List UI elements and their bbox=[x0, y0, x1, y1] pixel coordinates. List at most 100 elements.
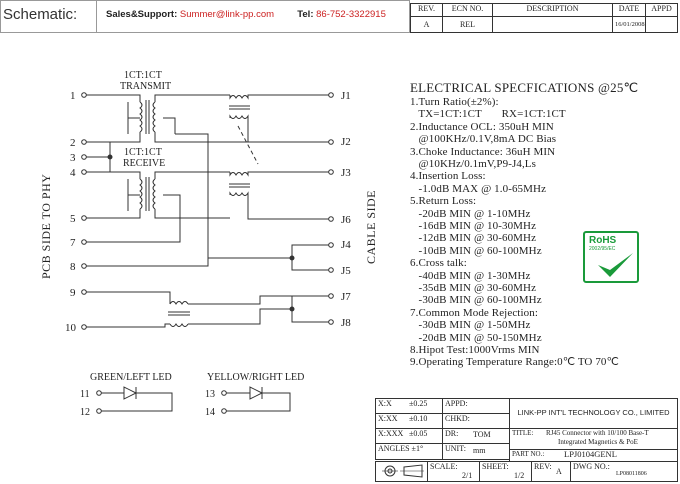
spec-line: 9.Operating Temperature Range:0℃ TO 70℃ bbox=[410, 356, 619, 369]
green-led-label: GREEN/LEFT LED bbox=[90, 372, 172, 383]
common-mode-choke bbox=[86, 291, 329, 328]
j5-wire bbox=[291, 258, 329, 271]
pcb-side-label: PCB SIDE TO PHY bbox=[39, 174, 53, 279]
spec-line: 7.Common Mode Rejection: bbox=[410, 306, 538, 319]
pin-j4-label: J4 bbox=[341, 239, 351, 251]
date-header: DATE bbox=[612, 3, 646, 17]
left-pin-circles bbox=[81, 92, 87, 330]
led-pin-13: 13 bbox=[205, 389, 215, 400]
spec-line: 1.Turn Ratio(±2%): bbox=[410, 96, 499, 108]
pin-10-label: 10 bbox=[65, 322, 77, 334]
pin-8-label: 8 bbox=[70, 261, 76, 273]
tol-row-2: X:XX±0.10 bbox=[375, 413, 443, 429]
header-divider bbox=[96, 0, 97, 33]
pin-2-label: 2 bbox=[70, 137, 76, 149]
contact-prefix: Sales&Support: bbox=[106, 9, 178, 20]
spec-line: 3.Choke Inductance: 36uH MIN bbox=[410, 145, 556, 158]
spec-line: -20dB MIN @ 50-150MHz bbox=[410, 331, 542, 344]
spec-line: -30dB MIN @ 1-50MHz bbox=[410, 319, 531, 332]
led-pin-11: 11 bbox=[80, 389, 90, 400]
rev-header: REV. bbox=[410, 3, 443, 17]
crossover-dashed bbox=[237, 125, 259, 165]
pin-j2-label: J2 bbox=[341, 136, 351, 148]
pin-4-label: 4 bbox=[70, 167, 76, 179]
ecn-value: REL bbox=[442, 16, 493, 33]
specs-title: ELECTRICAL SPECFICATIONS @25℃ bbox=[410, 80, 639, 95]
pin-9-label: 9 bbox=[70, 287, 76, 299]
dr-cell: DR:TOM bbox=[442, 428, 510, 444]
spec-line: 5.Return Loss: bbox=[410, 195, 477, 208]
green-led-symbol bbox=[96, 386, 173, 414]
receive-transformer bbox=[86, 171, 329, 243]
spec-line: -35dB MIN @ 30-60MHz bbox=[410, 282, 537, 294]
revision-table: REV. ECN NO. DESCRIPTION DATE APPD A REL… bbox=[410, 3, 678, 33]
spec-line: 6.Cross talk: bbox=[410, 257, 467, 270]
led-pin-12: 12 bbox=[80, 407, 90, 418]
pin-3-label: 3 bbox=[70, 152, 76, 164]
pin-j8-label: J8 bbox=[341, 317, 351, 329]
transmit-label: TRANSMIT bbox=[120, 81, 171, 92]
sheet-cell: SHEET: 1/2 bbox=[479, 461, 532, 482]
rohs-badge: RoHS 2002/95/EC bbox=[583, 231, 639, 283]
chkd-cell: CHKD: bbox=[442, 413, 510, 429]
projection-icon bbox=[382, 464, 424, 478]
tol-row-4: ANGLES ±1° bbox=[375, 443, 443, 460]
schematic-diagram: PCB SIDE TO PHY CABLE SIDE 1CT:1CT TRANS… bbox=[39, 70, 378, 418]
pin-j5-label: J5 bbox=[341, 265, 351, 277]
date-value: 16/01/2008 bbox=[612, 16, 646, 33]
spec-line: TX=1CT:1CT RX=1CT:1CT bbox=[410, 108, 566, 121]
appd-header: APPD bbox=[645, 3, 678, 17]
pin-j1-label: J1 bbox=[341, 90, 351, 102]
pin-5-label: 5 bbox=[70, 213, 76, 225]
ecn-header: ECN NO. bbox=[442, 3, 493, 17]
pin-7-label: 7 bbox=[70, 237, 76, 249]
pin-1-label: 1 bbox=[70, 90, 76, 102]
rev-value: A bbox=[410, 16, 443, 33]
company-name: LINK-PP INT'L TECHNOLOGY CO., LIMITED bbox=[509, 398, 678, 429]
title-cell: TITLE: RJ45 Connector with 10/100 Base-T… bbox=[509, 428, 678, 450]
rohs-sub: 2002/95/EC bbox=[589, 246, 616, 252]
header-frame bbox=[0, 0, 410, 33]
transmit-ratio: 1CT:1CT bbox=[124, 70, 162, 81]
contact-email[interactable]: Summer@link-pp.com bbox=[179, 9, 275, 20]
tel-number: 86-752-3322915 bbox=[316, 9, 386, 20]
checkmark-icon bbox=[598, 253, 633, 277]
spec-line: -30dB MIN @ 60-100MHz bbox=[410, 294, 542, 307]
description-value bbox=[492, 16, 613, 33]
rohs-label: RoHS bbox=[589, 235, 617, 246]
spec-line: -40dB MIN @ 1-30MHz bbox=[410, 269, 531, 282]
scale-cell: SCALE: 2/1 bbox=[427, 461, 480, 482]
appd-value bbox=[645, 16, 678, 33]
led-pin-14: 14 bbox=[205, 407, 215, 418]
spec-line: -1.0dB MAX @ 1.0-65MHz bbox=[410, 182, 547, 195]
rev-cell: REV: A bbox=[531, 461, 571, 482]
spec-line: 2.Inductance OCL: 350uH MIN bbox=[410, 120, 554, 133]
appd-cell: APPD: bbox=[442, 398, 510, 414]
title-block: X:X±0.25 X:XX±0.10 X:XXX±0.05 ANGLES ±1°… bbox=[375, 398, 678, 482]
pin-j6-label: J6 bbox=[341, 214, 351, 226]
description-header: DESCRIPTION bbox=[492, 3, 613, 17]
spec-line: 4.Insertion Loss: bbox=[410, 170, 486, 183]
schematic-label: Schematic: bbox=[3, 6, 78, 23]
spec-line: -20dB MIN @ 1-10MHz bbox=[410, 207, 531, 220]
spec-line: @100KHz/0.1V,8mA DC Bias bbox=[410, 133, 557, 146]
receive-label: RECEIVE bbox=[123, 158, 165, 169]
right-pin-circles bbox=[328, 92, 334, 325]
spec-line: -10dB MIN @ 60-100MHz bbox=[410, 244, 542, 257]
pin-j3-label: J3 bbox=[341, 167, 351, 179]
tol-row-1: X:X±0.25 bbox=[375, 398, 443, 414]
tel-label: Tel: bbox=[297, 9, 314, 20]
yellow-led-symbol bbox=[221, 386, 291, 414]
j4-wire bbox=[208, 244, 329, 259]
pin3-wire bbox=[86, 142, 111, 158]
projection-symbol bbox=[375, 461, 428, 482]
spec-line: -16dB MIN @ 10-30MHz bbox=[410, 220, 537, 232]
spec-line: 8.Hipot Test:1000Vrms MIN bbox=[410, 344, 540, 356]
contact-line: Sales&Support: Summer@link-pp.com Tel: 8… bbox=[106, 9, 386, 20]
transmit-transformer bbox=[86, 94, 329, 143]
unit-cell: UNIT:mm bbox=[442, 443, 510, 460]
pin8-wire bbox=[86, 133, 209, 267]
dwg-cell: DWG NO.: LP08011806 bbox=[570, 461, 678, 482]
spec-line: @10KHz/0.1mV,P9-J4,Ls bbox=[410, 158, 536, 170]
receive-ratio: 1CT:1CT bbox=[124, 147, 162, 158]
